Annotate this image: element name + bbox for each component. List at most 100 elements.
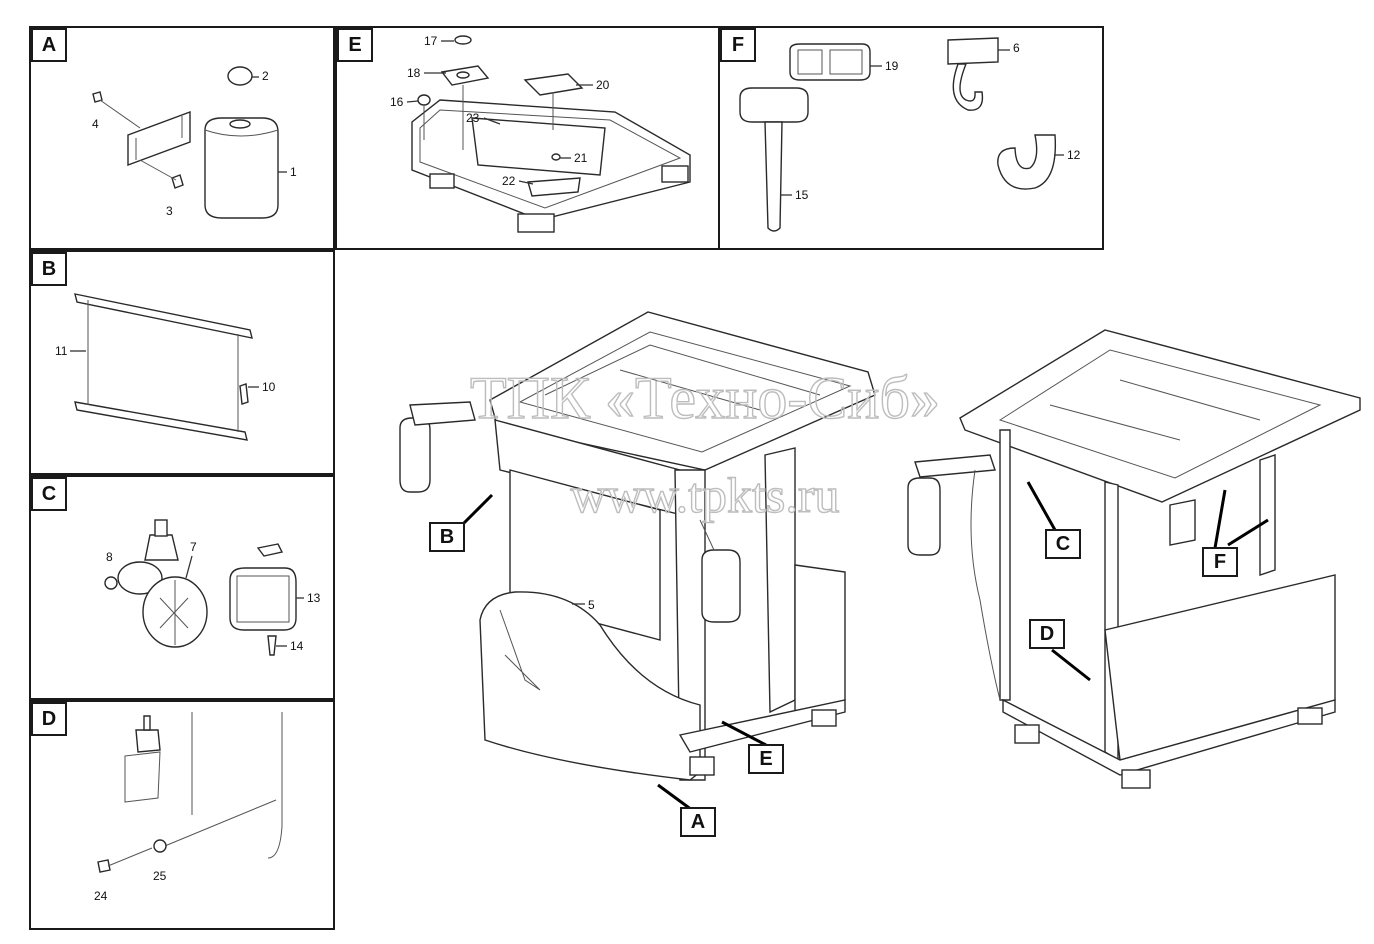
hammer-handle-15 (764, 121, 783, 232)
label-part-10: 10 (262, 380, 276, 394)
screw-10 (239, 383, 249, 405)
mounting-bracket (127, 110, 191, 167)
plug-21 (551, 153, 561, 161)
callout-line-c (1026, 481, 1057, 531)
foot-2 (517, 213, 555, 233)
watermark-url: www.tpkts.ru (571, 467, 840, 523)
front-foot-1 (689, 756, 715, 776)
cab-front-view (399, 311, 876, 781)
label-part-5: 5 (588, 598, 595, 612)
label-part-11: 11 (55, 344, 68, 358)
front-console-5 (479, 591, 701, 781)
label-part-20: 20 (596, 78, 610, 92)
callout-line-f (1213, 489, 1269, 549)
rear-tool-hook (1169, 499, 1196, 546)
label-part-3: 3 (166, 204, 173, 218)
front-side-panel (794, 564, 846, 713)
panel-b-frame (29, 250, 335, 475)
svg-text:F: F (1214, 551, 1226, 573)
tools-assembly (739, 37, 1057, 232)
rear-foot-3 (1297, 707, 1323, 725)
label-part-13: 13 (307, 591, 321, 605)
plug-16 (417, 94, 431, 106)
label-part-12: 12 (1067, 148, 1081, 162)
svg-text:A: A (42, 34, 56, 56)
front-mirror-arm (409, 401, 476, 426)
panel-f-tag: F (720, 28, 756, 62)
svg-text:D: D (1040, 623, 1054, 645)
mat-23 (471, 117, 606, 176)
callout-c: C (1045, 529, 1081, 559)
cab-rear-view (907, 329, 1361, 789)
callout-b: B (429, 522, 465, 552)
gasket-20 (523, 73, 584, 96)
washer-25 (153, 839, 167, 853)
callout-a: A (680, 807, 716, 837)
front-mirror-right (701, 549, 741, 623)
hook-plate-6 (947, 37, 999, 65)
nut-8 (104, 576, 118, 590)
fan-mount (144, 534, 179, 561)
label-part-8: 8 (106, 550, 113, 564)
callout-line-e (721, 720, 767, 747)
latch-body (135, 729, 161, 753)
rear-pillar-left (999, 429, 1011, 701)
washer-tank-assembly (92, 66, 279, 219)
label-part-17: 17 (424, 34, 438, 48)
svg-text:B: B (42, 258, 56, 280)
svg-text:F: F (732, 34, 744, 56)
label-part-23: 23 (466, 111, 480, 125)
panel-e-tag: E (337, 28, 373, 62)
fan-motor (117, 561, 163, 595)
panel-a-tag: A (31, 28, 67, 62)
panel-d-frame (29, 700, 335, 930)
front-foot-2 (811, 709, 837, 727)
label-part-15: 15 (795, 188, 809, 202)
hook-12 (997, 134, 1057, 190)
label-part-22: 22 (502, 174, 516, 188)
callout-e: E (748, 744, 784, 774)
sunshade-assembly (74, 293, 253, 441)
bolt-24 (97, 859, 111, 873)
latch-assembly (97, 712, 283, 873)
mirror-arm (256, 543, 284, 557)
screw-14 (267, 635, 277, 656)
callout-line-a (657, 783, 693, 812)
panel-d-tag: D (31, 702, 67, 736)
callout-d: D (1029, 619, 1065, 649)
label-part-24: 24 (94, 889, 108, 903)
mirror-13 (229, 567, 297, 631)
callout-line-b (460, 493, 494, 527)
svg-text:C: C (1056, 533, 1070, 555)
bolt-3 (171, 174, 184, 189)
callout-f: F (1202, 547, 1238, 577)
rear-roof (959, 329, 1361, 503)
latch-pin (143, 715, 151, 731)
rear-foot-2 (1121, 769, 1151, 789)
label-part-16: 16 (390, 95, 404, 109)
rear-mirror-arm (914, 454, 996, 478)
label-part-2: 2 (262, 69, 269, 83)
plug-17 (454, 35, 472, 45)
label-part-25: 25 (153, 869, 167, 883)
label-part-21: 21 (574, 151, 588, 165)
watermark-company: ТПК «Техно-Сиб» (470, 365, 940, 431)
front-floor-rail (678, 699, 846, 753)
label-part-7: 7 (190, 540, 197, 554)
label-part-14: 14 (290, 639, 304, 653)
label-part-19: 19 (885, 59, 899, 73)
label-part-1: 1 (290, 165, 297, 179)
front-mirror-left (399, 417, 431, 493)
svg-text:A: A (691, 811, 705, 833)
rear-foot-1 (1014, 724, 1040, 744)
label-part-18: 18 (407, 66, 421, 80)
shade-rail-top (74, 293, 253, 339)
svg-text:D: D (42, 708, 56, 730)
roof-floor-assembly (411, 35, 691, 233)
label-part-4: 4 (92, 117, 99, 131)
rear-mirror (907, 477, 941, 556)
hammer-head (739, 87, 809, 123)
tank-neck (229, 119, 251, 129)
hook-6 (952, 63, 984, 111)
